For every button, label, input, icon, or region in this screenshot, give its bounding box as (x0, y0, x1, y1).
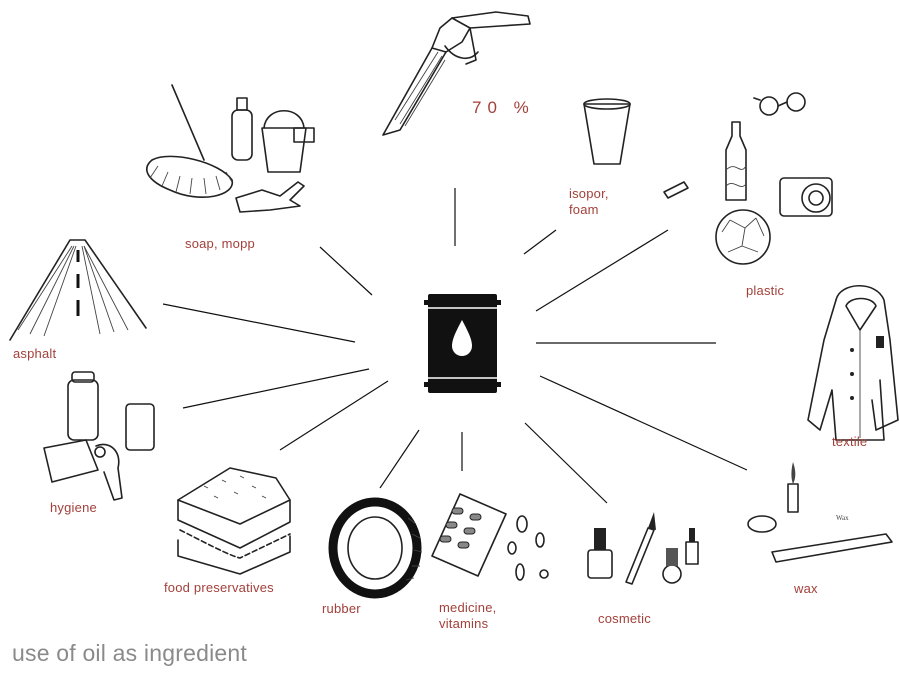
label-medicine: medicine, vitamins (439, 600, 496, 632)
sandwich-icon (178, 468, 290, 574)
label-asphalt: asphalt (13, 346, 56, 362)
cosmetics-icon (588, 512, 698, 584)
wax-items-icon: Wax (748, 462, 892, 562)
connector-food (280, 381, 388, 450)
foam-cup-icon (584, 99, 688, 198)
connector-cosmetic (525, 423, 607, 503)
label-rubber: rubber (322, 601, 361, 617)
label-food: food preservatives (164, 580, 274, 596)
oil-barrel-icon (424, 294, 501, 393)
connector-plastic (536, 230, 668, 311)
label-isopor: isopor, foam (569, 186, 609, 218)
connector-soap (320, 247, 372, 295)
connector-asphalt (163, 304, 355, 342)
jacket-icon (808, 286, 898, 440)
label-plastic: plastic (746, 283, 784, 299)
road-icon (10, 240, 146, 340)
connector-isopor (524, 230, 556, 254)
hygiene-products-icon (44, 372, 154, 500)
cleaning-supplies-icon (147, 85, 314, 212)
connector-rubber (380, 430, 419, 488)
label-cosmetic: cosmetic (598, 611, 651, 627)
label-hygiene: hygiene (50, 500, 97, 516)
label-wax: wax (794, 581, 818, 597)
plastic-items-icon (716, 93, 832, 264)
tire-icon (333, 502, 422, 594)
connector-wax (540, 376, 747, 470)
pills-icon (432, 494, 548, 580)
label-soap: soap, mopp (185, 236, 255, 252)
connector-hygiene (183, 369, 369, 408)
diagram-caption: use of oil as ingredient (12, 640, 247, 667)
label-textile: textile (832, 434, 867, 450)
oil-fuel-percentage: 70 % (472, 98, 535, 118)
svg-text:Wax: Wax (836, 514, 849, 522)
